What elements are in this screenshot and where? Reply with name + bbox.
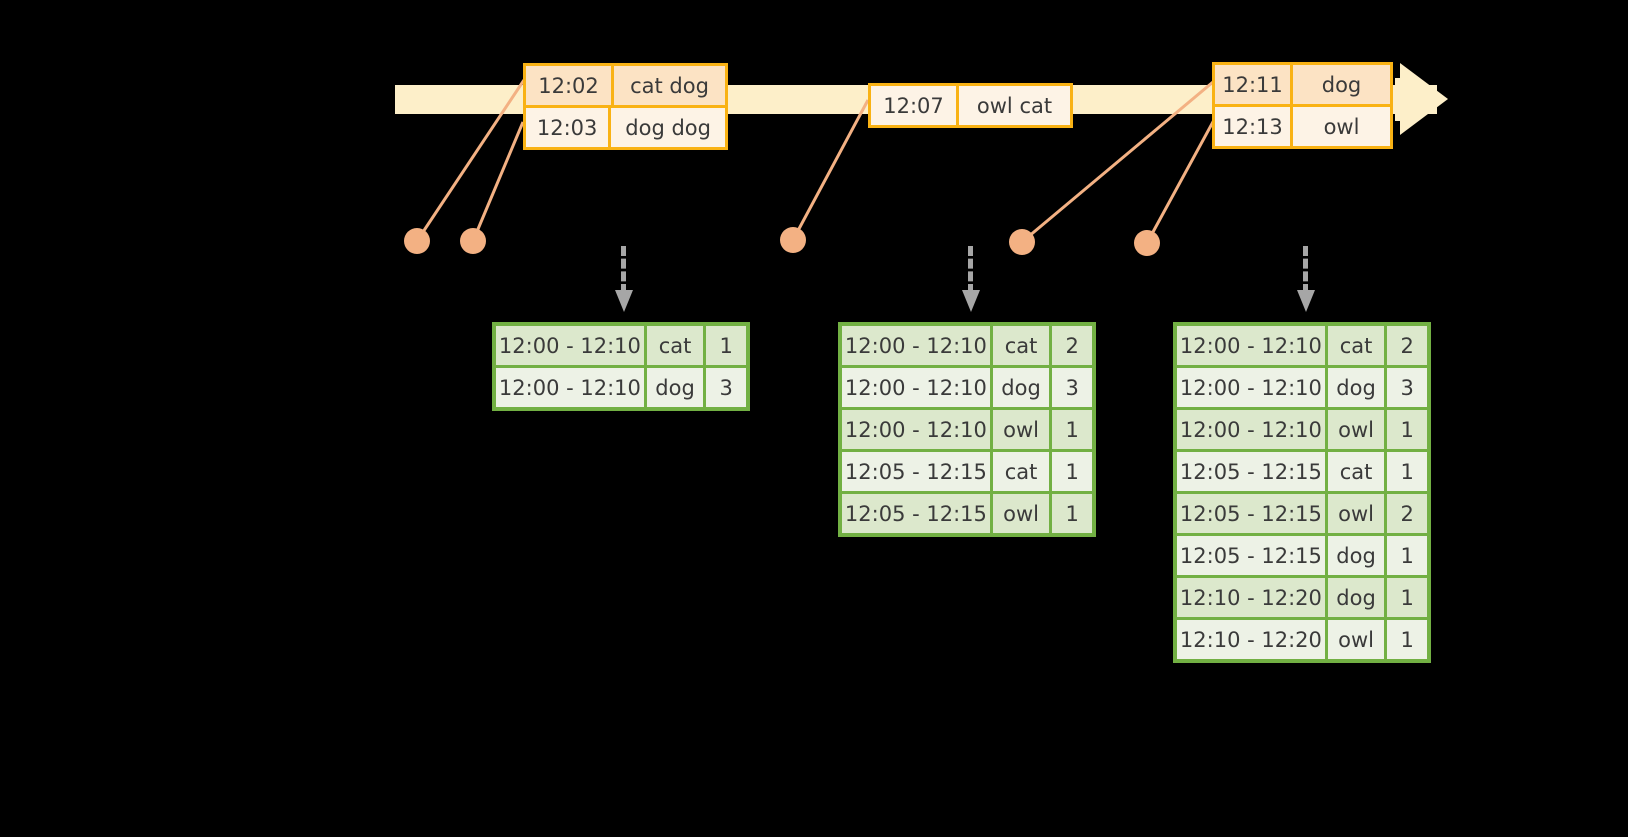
window-cell: 12:05 - 12:15 [1177, 452, 1328, 491]
key-cell: owl [1328, 494, 1388, 533]
key-cell: owl [993, 494, 1053, 533]
count-cell: 1 [1400, 585, 1414, 610]
window-cell: 12:05 - 12:15 [1177, 536, 1328, 575]
window-cell: 12:05 - 12:15 [842, 452, 993, 491]
window-cell: 12:00 - 12:10 [842, 410, 993, 449]
event-payload: owl [1323, 114, 1360, 139]
event-row: 12:11 dog [1215, 65, 1390, 104]
event-marker-2[interactable] [460, 228, 486, 254]
count-cell: 2 [1400, 333, 1414, 358]
window-cell: 12:00 - 12:10 [1177, 326, 1328, 365]
arrow-shaft [621, 246, 631, 294]
key-cell: dog [1328, 536, 1388, 575]
count-cell: 1 [1065, 459, 1079, 484]
key-cell: cat [993, 326, 1053, 365]
count-cell: 1 [1065, 417, 1079, 442]
event-time: 12:02 [526, 66, 614, 105]
event-row: 12:07 owl cat [871, 86, 1070, 125]
window-cell: 12:00 - 12:10 [1177, 368, 1328, 407]
arrow-down-icon [615, 290, 633, 312]
window-cell: 12:00 - 12:10 [496, 326, 647, 365]
window-cell: 12:10 - 12:20 [1177, 578, 1328, 617]
event-time: 12:13 [1215, 107, 1293, 146]
event-box-1[interactable]: 12:02 cat dog 12:03 dog dog [523, 63, 728, 150]
key-cell: dog [1328, 368, 1388, 407]
window-cell: 12:00 - 12:10 [1177, 410, 1328, 449]
event-payload: dog [1321, 72, 1362, 97]
event-box-2[interactable]: 12:07 owl cat [868, 83, 1073, 128]
arrow-shaft [968, 246, 978, 294]
key-cell: owl [1328, 410, 1388, 449]
count-cell: 1 [1400, 459, 1414, 484]
count-cell: 3 [1400, 375, 1414, 400]
event-payload: cat dog [630, 73, 709, 98]
count-cell: 1 [1065, 501, 1079, 526]
key-cell: cat [647, 326, 707, 365]
key-cell: dog [993, 368, 1053, 407]
count-cell: 1 [1400, 627, 1414, 652]
window-cell: 12:00 - 12:10 [496, 368, 647, 407]
count-cell: 1 [719, 333, 733, 358]
window-cell: 12:00 - 12:10 [842, 368, 993, 407]
window-cell: 12:05 - 12:15 [1177, 494, 1328, 533]
count-cell: 2 [1065, 333, 1079, 358]
event-time: 12:07 [871, 86, 959, 125]
count-cell: 3 [719, 375, 733, 400]
key-cell: cat [993, 452, 1053, 491]
arrow-right-icon [1400, 63, 1448, 135]
arrow-shaft [1303, 246, 1313, 294]
count-cell: 1 [1400, 543, 1414, 568]
arrow-down-icon [1297, 290, 1315, 312]
event-row: 12:13 owl [1215, 104, 1390, 146]
key-cell: cat [1328, 326, 1388, 365]
leader-line-5 [1145, 119, 1216, 244]
event-marker-4[interactable] [1009, 229, 1035, 255]
event-marker-5[interactable] [1134, 230, 1160, 256]
event-time: 12:03 [526, 108, 612, 147]
window-cell: 12:00 - 12:10 [842, 326, 993, 365]
key-cell: owl [1328, 620, 1388, 659]
window-cell: 12:10 - 12:20 [1177, 620, 1328, 659]
window-cell: 12:05 - 12:15 [842, 494, 993, 533]
key-cell: owl [993, 410, 1053, 449]
key-cell: dog [1328, 578, 1388, 617]
key-cell: cat [1328, 452, 1388, 491]
leader-line-3 [791, 99, 870, 241]
key-cell: dog [647, 368, 707, 407]
event-row: 12:03 dog dog [526, 105, 725, 147]
count-cell: 3 [1065, 375, 1079, 400]
count-cell: 2 [1400, 501, 1414, 526]
event-payload: owl cat [976, 93, 1053, 118]
event-time: 12:11 [1215, 65, 1293, 104]
arrow-down-icon [962, 290, 980, 312]
event-marker-1[interactable] [404, 228, 430, 254]
leader-line-2 [471, 121, 525, 242]
event-payload: dog dog [625, 115, 711, 140]
event-row: 12:02 cat dog [526, 66, 725, 105]
event-box-3[interactable]: 12:11 dog 12:13 owl [1212, 62, 1393, 149]
event-marker-3[interactable] [780, 227, 806, 253]
count-cell: 1 [1400, 417, 1414, 442]
